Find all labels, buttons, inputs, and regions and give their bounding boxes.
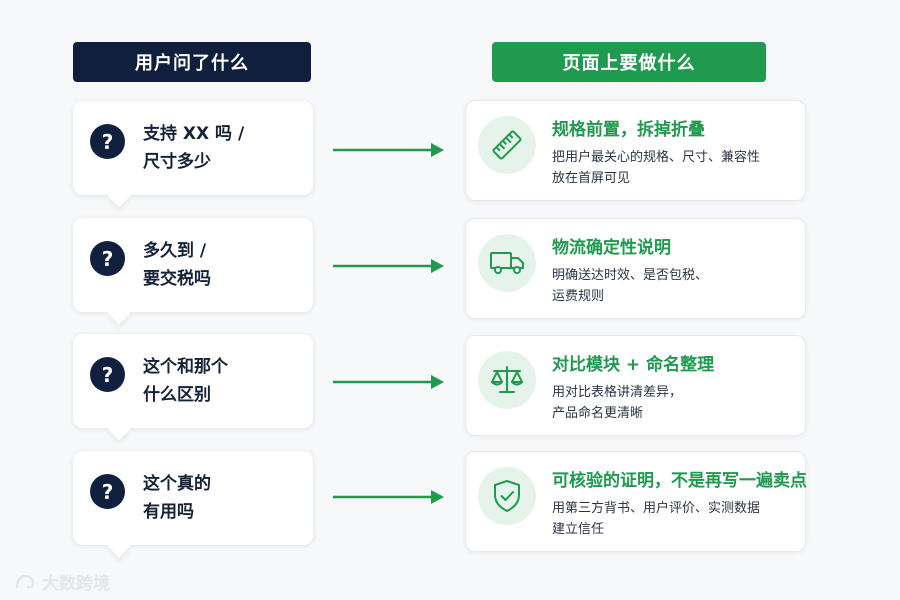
answer-title: 规格前置，拆掉折叠 <box>552 120 705 140</box>
question-text: 支持 XX 吗 / 尺寸多少 <box>143 120 303 176</box>
question-line: 有用吗 <box>143 502 194 522</box>
question-line: 多久到 / <box>143 241 207 261</box>
answer-line: 产品命名更清晰 <box>552 406 644 421</box>
question-card: ? 支持 XX 吗 / 尺寸多少 <box>73 101 313 195</box>
watermark-text: 大数跨境 <box>42 574 110 594</box>
answer-description: 把用户最关心的规格、尺寸、兼容性 放在首屏可见 <box>552 147 797 189</box>
question-mark-icon: ? <box>90 124 125 159</box>
question-line: 这个和那个 <box>143 357 228 377</box>
question-card: ? 这个真的 有用吗 <box>73 451 313 545</box>
question-mark-icon: ? <box>90 357 125 392</box>
answer-description: 明确送达时效、是否包税、 运费规则 <box>552 265 797 307</box>
question-text: 多久到 / 要交税吗 <box>143 237 303 293</box>
question-line: 支持 XX 吗 / <box>143 124 245 144</box>
arrow-right-icon <box>333 375 444 389</box>
answer-line: 放在首屏可见 <box>552 171 631 186</box>
answer-column-header: 页面上要做什么 <box>492 42 766 82</box>
arrow-right-icon <box>333 143 444 157</box>
answer-line: 把用户最关心的规格、尺寸、兼容性 <box>552 150 761 165</box>
answer-title: 可核验的证明，不是再写一遍卖点 <box>552 471 807 491</box>
question-mark-icon: ? <box>90 241 125 276</box>
watermark-logo-icon <box>15 574 35 589</box>
question-text: 这个和那个 什么区别 <box>143 353 303 409</box>
answer-card: 可核验的证明，不是再写一遍卖点 用第三方背书、用户评价、实测数据 建立信任 <box>465 451 807 552</box>
scale-icon <box>478 351 536 409</box>
question-line: 这个真的 <box>143 474 211 494</box>
question-line: 尺寸多少 <box>143 152 211 172</box>
answer-line: 运费规则 <box>552 289 605 304</box>
answer-description: 用对比表格讲清差异， 产品命名更清晰 <box>552 382 797 424</box>
ruler-icon <box>478 116 536 174</box>
answer-line: 用第三方背书、用户评价、实测数据 <box>552 501 761 516</box>
arrow-right-icon <box>333 490 444 504</box>
question-card: ? 多久到 / 要交税吗 <box>73 218 313 312</box>
truck-icon <box>478 234 536 292</box>
question-line: 要交税吗 <box>143 269 211 289</box>
question-text: 这个真的 有用吗 <box>143 470 303 526</box>
answer-line: 建立信任 <box>552 522 605 537</box>
shield-check-icon <box>478 467 536 525</box>
question-line: 什么区别 <box>143 385 211 405</box>
question-card: ? 这个和那个 什么区别 <box>73 334 313 428</box>
watermark: 大数跨境 <box>14 569 110 594</box>
answer-description: 用第三方背书、用户评价、实测数据 建立信任 <box>552 498 797 540</box>
question-column-header: 用户问了什么 <box>73 42 311 82</box>
answer-line: 用对比表格讲清差异， <box>552 385 683 400</box>
question-mark-icon: ? <box>90 474 125 509</box>
answer-title: 对比模块 + 命名整理 <box>552 355 715 375</box>
answer-card: 规格前置，拆掉折叠 把用户最关心的规格、尺寸、兼容性 放在首屏可见 <box>465 100 806 201</box>
answer-card: 物流确定性说明 明确送达时效、是否包税、 运费规则 <box>465 218 806 319</box>
arrow-right-icon <box>333 259 444 273</box>
answer-title: 物流确定性说明 <box>552 238 671 258</box>
answer-line: 明确送达时效、是否包税、 <box>552 268 709 283</box>
answer-card: 对比模块 + 命名整理 用对比表格讲清差异， 产品命名更清晰 <box>465 335 806 436</box>
